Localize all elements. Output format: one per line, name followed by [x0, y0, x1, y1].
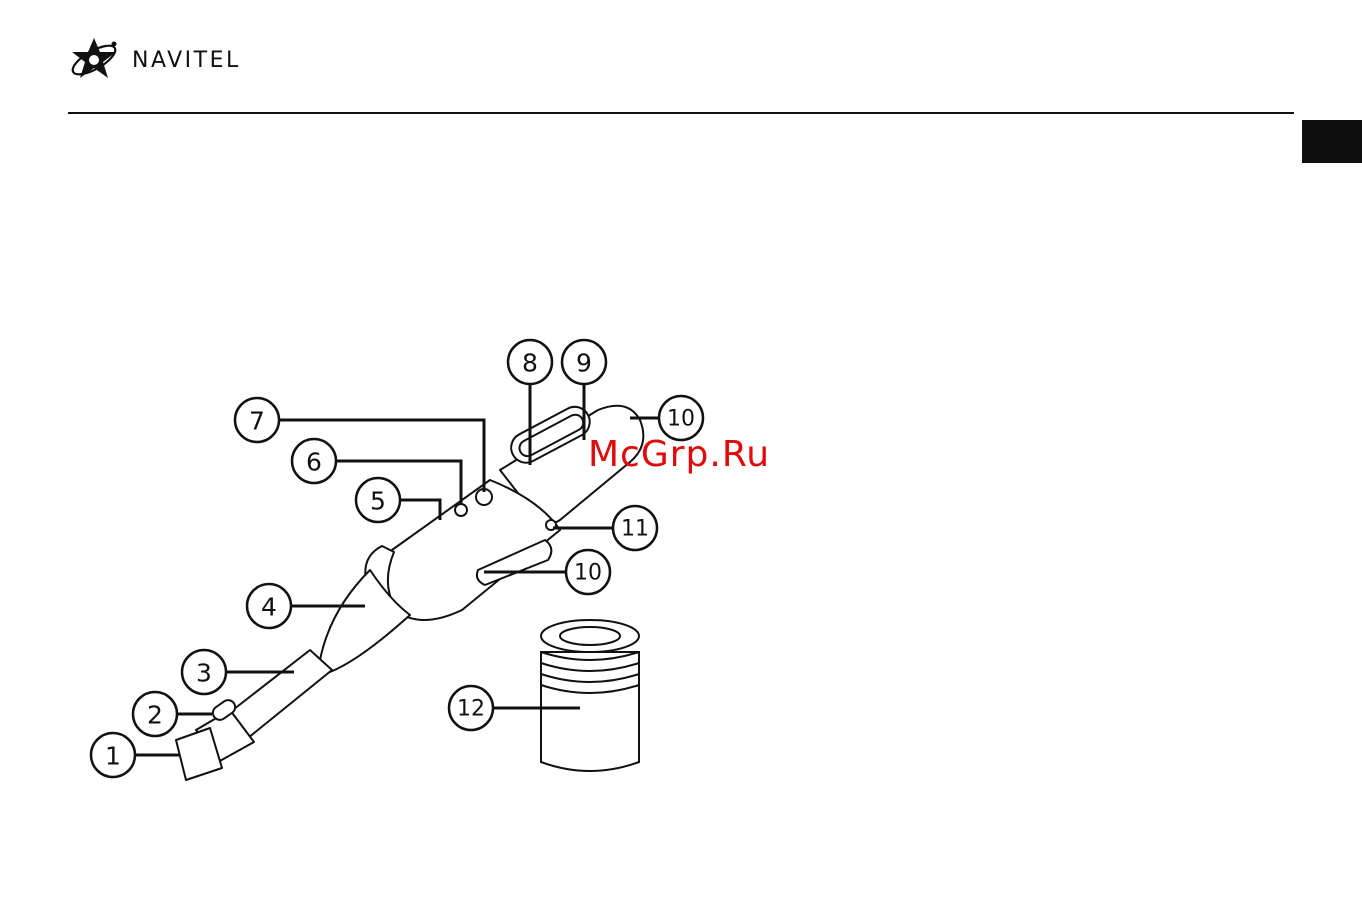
- callout-9-label: 9: [576, 349, 592, 378]
- callout-13-label: 10: [574, 561, 602, 586]
- callout-2-label: 2: [147, 701, 163, 730]
- callout-11-label: 11: [621, 517, 649, 542]
- callout-10-label: 10: [667, 407, 695, 432]
- callout-5-label: 5: [370, 487, 386, 516]
- callout-12-label: 12: [457, 697, 485, 722]
- callout-1-label: 1: [105, 742, 121, 771]
- callout-4-label: 4: [261, 593, 277, 622]
- callout-6-label: 6: [306, 448, 322, 477]
- callout-7-label: 7: [249, 407, 265, 436]
- watermark-text: McGrp.Ru: [588, 434, 770, 475]
- callout-8-label: 8: [522, 349, 538, 378]
- container-cup: [541, 620, 639, 771]
- callout-3-label: 3: [196, 659, 212, 688]
